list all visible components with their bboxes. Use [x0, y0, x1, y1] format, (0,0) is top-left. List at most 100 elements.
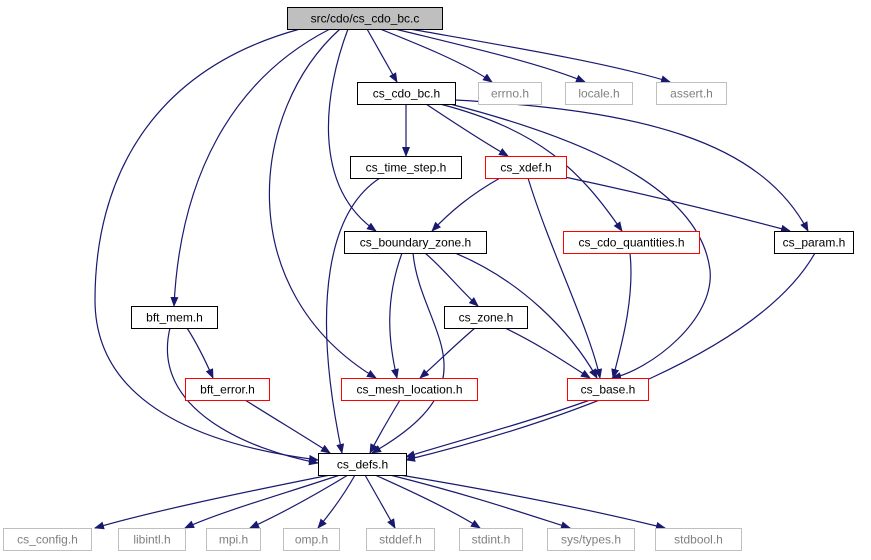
node-box [567, 378, 649, 401]
node-box [350, 156, 462, 179]
node-cs-mesh-location-h[interactable]: cs_mesh_location.h [341, 378, 478, 401]
edge-cs_boundary_zone_h-to-cs_base_h [454, 252, 598, 379]
node-cs-cdo-quantities-h[interactable]: cs_cdo_quantities.h [563, 231, 700, 254]
edge-line [559, 175, 791, 233]
node-box [357, 82, 456, 105]
edge-line [268, 28, 377, 379]
edge-line [327, 28, 377, 232]
node-box [283, 528, 340, 551]
edge-cs_cdo_bc_c-to-cs_boundary_zone_h [327, 28, 377, 232]
node-cs-cdo-bc-c[interactable]: src/cdo/cs_cdo_bc.c [287, 7, 443, 30]
node-label: bft_mem.h [146, 311, 203, 325]
node-box [131, 306, 218, 329]
node-cs-cdo-bc-h[interactable]: cs_cdo_bc.h [357, 82, 456, 105]
edge-cs_zone_h-to-cs_mesh_location_h [419, 327, 476, 379]
node-bft-error-h[interactable]: bft_error.h [185, 378, 270, 401]
node-cs-xdef-h[interactable]: cs_xdef.h [485, 156, 567, 179]
edge-line [405, 252, 816, 462]
edge-line [454, 252, 598, 379]
node-libintl-h: libintl.h [118, 528, 186, 551]
node-cs-time-step-h[interactable]: cs_time_step.h [350, 156, 462, 179]
node-omp-h: omp.h [283, 528, 340, 551]
node-box [341, 378, 478, 401]
node-box [563, 231, 700, 254]
edge-line [394, 28, 586, 83]
node-cs-boundary-zone-h[interactable]: cs_boundary_zone.h [344, 231, 487, 254]
edge-line [364, 474, 396, 529]
edge-line [249, 474, 349, 529]
nodes-layer: src/cdo/cs_cdo_bc.c cs_cdo_bc.h errno.h loc… [3, 7, 854, 551]
edge-cs_cdo_bc_c-to-locale_h [394, 28, 586, 83]
node-label: cs_time_step.h [366, 161, 447, 175]
node-label: libintl.h [133, 533, 170, 547]
node-cs-defs-h[interactable]: cs_defs.h [318, 453, 407, 476]
node-assert-h: assert.h [656, 82, 727, 105]
edge-cs_cdo_bc_h-to-cs_param_h [454, 99, 809, 232]
edges-layer [94, 28, 816, 530]
edge-line [454, 99, 809, 232]
edge-line [449, 103, 711, 381]
node-cs-zone-h[interactable]: cs_zone.h [444, 306, 528, 329]
edge-cs_defs_h-to-stdbool_h [399, 474, 666, 530]
node-label: stdbool.h [674, 533, 723, 547]
node-label: assert.h [670, 87, 713, 101]
edge-cs_cdo_bc_c-to-cs_cdo_bc_h [366, 28, 398, 83]
node-label: mpi.h [219, 533, 248, 547]
edge-cs_cdo_bc_c-to-cs_defs_h [94, 28, 319, 463]
edge-cs_defs_h-to-stddef_h [364, 474, 396, 529]
node-errno-h: errno.h [478, 82, 542, 105]
node-label: locale.h [578, 87, 619, 101]
edge-cs_time_step_h-to-cs_defs_h [325, 177, 381, 454]
node-stddef-h: stddef.h [366, 528, 435, 551]
node-box [366, 528, 435, 551]
edge-cs_cdo_bc_h-to-cs_xdef_h [425, 103, 509, 157]
edge-line [431, 177, 501, 232]
edge-cs_defs_h-to-sys_types_h [389, 474, 571, 530]
node-box [547, 528, 635, 551]
node-label: cs_zone.h [459, 311, 514, 325]
edge-line [244, 399, 331, 454]
edge-cs_zone_h-to-cs_base_h [504, 327, 591, 379]
node-label: cs_boundary_zone.h [360, 236, 471, 250]
edge-line [94, 28, 319, 463]
node-box [565, 82, 633, 105]
node-bft-mem-h[interactable]: bft_mem.h [131, 306, 218, 329]
node-box [318, 453, 407, 476]
edge-cs_cdo_bc_c-to-cs_mesh_location_h [268, 28, 377, 379]
node-label: cs_mesh_location.h [356, 383, 462, 397]
node-cs-base-h[interactable]: cs_base.h [567, 378, 649, 401]
node-label: errno.h [491, 87, 529, 101]
edge-cs_boundary_zone_h-to-cs_defs_h [371, 252, 445, 454]
edge-cs_xdef_h-to-cs_param_h [559, 175, 791, 233]
node-box [3, 528, 92, 551]
edge-line [371, 252, 445, 454]
node-locale-h: locale.h [565, 82, 633, 105]
edge-cs_base_h-to-cs_defs_h [405, 399, 591, 459]
edge-line [366, 28, 398, 83]
edge-cs_xdef_h-to-cs_base_h [527, 177, 603, 379]
node-box [344, 231, 487, 254]
node-label: omp.h [295, 533, 328, 547]
edge-cs_cdo_quantities_h-to-cs_base_h [611, 252, 632, 379]
node-label: sys/types.h [561, 533, 621, 547]
node-box [774, 231, 854, 254]
edge-line [184, 474, 341, 529]
node-box [655, 528, 742, 551]
edge-cs_cdo_bc_c-to-bft_mem_h [170, 28, 331, 307]
node-cs-param-h[interactable]: cs_param.h [774, 231, 854, 254]
node-mpi-h: mpi.h [206, 528, 261, 551]
node-label: stdint.h [472, 533, 511, 547]
edge-cs_defs_h-to-omp_h [317, 474, 356, 529]
node-box [444, 306, 528, 329]
node-box [485, 156, 567, 179]
edge-line [611, 252, 632, 379]
node-box [287, 7, 443, 30]
edge-line [504, 327, 591, 379]
edge-cs_cdo_bc_h-to-cs_cdo_quantities_h [439, 103, 623, 232]
edge-line [389, 252, 403, 379]
edge-bft_error_h-to-cs_defs_h [244, 399, 331, 454]
edge-line [379, 28, 493, 83]
edge-line [170, 28, 331, 307]
node-label: src/cdo/cs_cdo_bc.c [311, 12, 420, 26]
